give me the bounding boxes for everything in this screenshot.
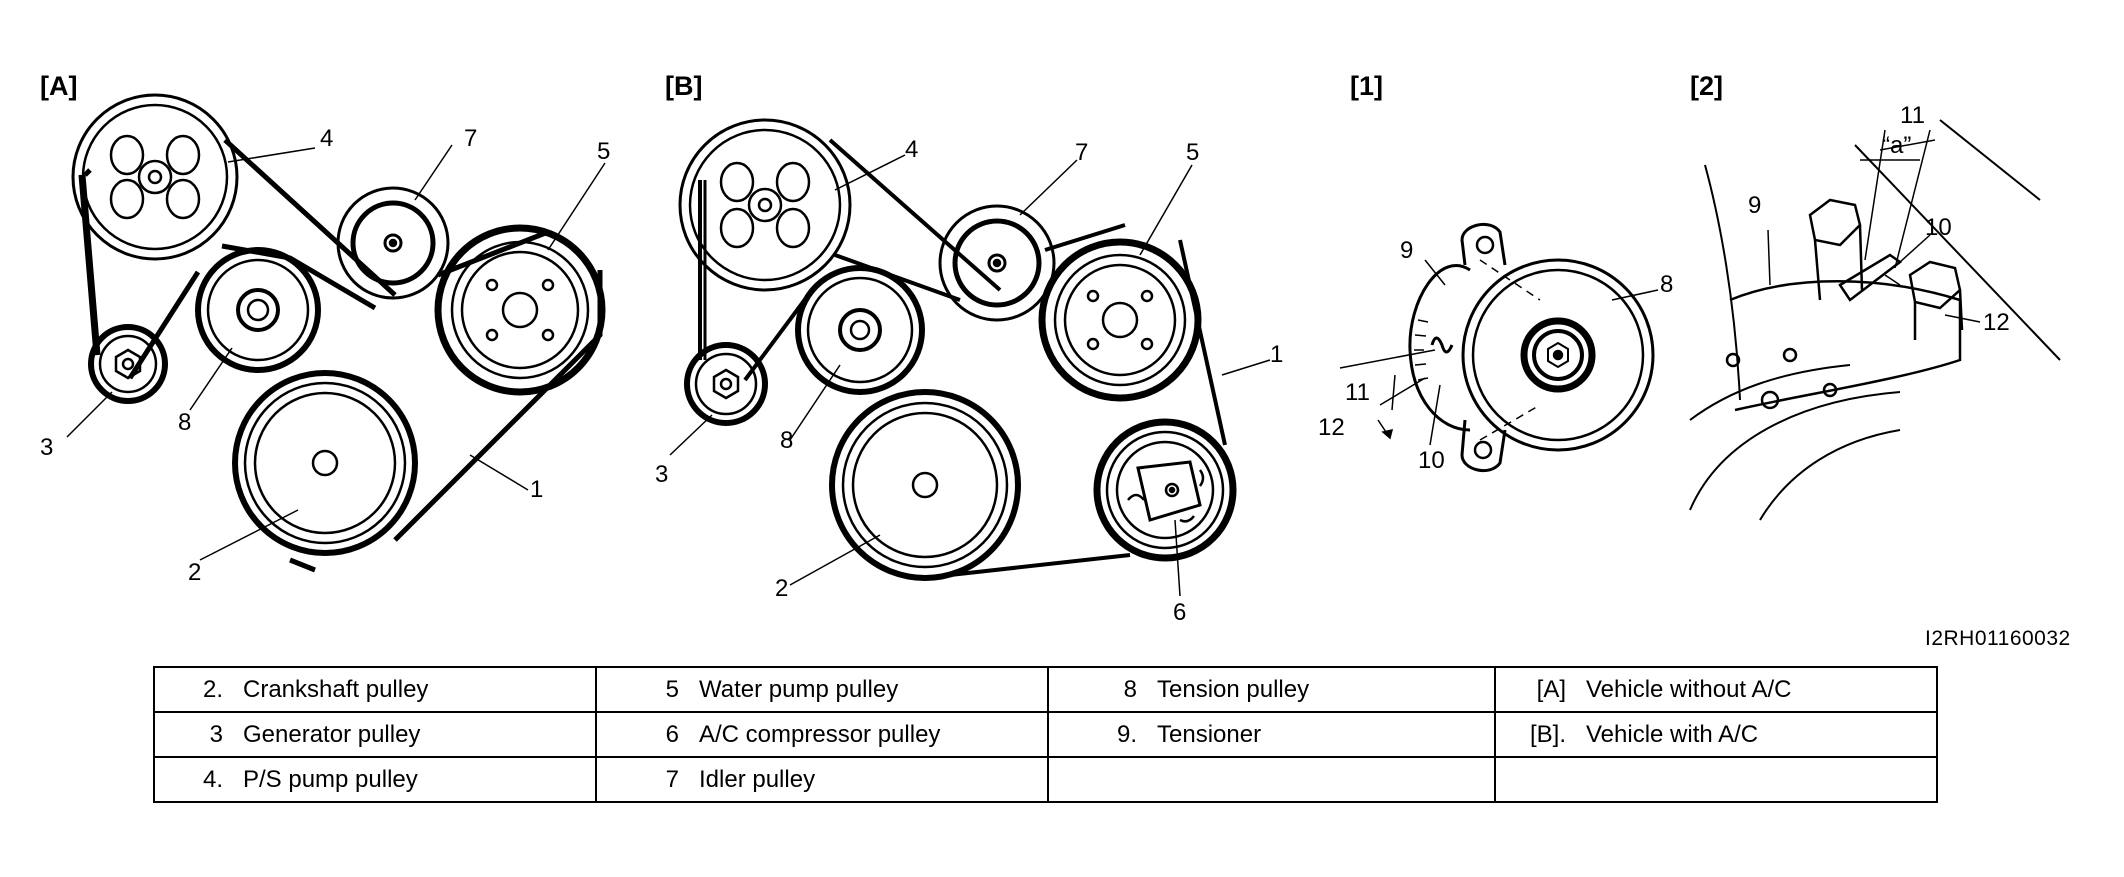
legend-cell: 7 Idler pulley [595,756,1049,803]
detail-1-callout-8: 8 [1660,271,1673,298]
legend-text: Water pump pulley [699,675,899,703]
legend-text: Crankshaft pulley [243,675,429,703]
panel-a-label: [A] [40,71,77,101]
detail-1-tensioner-body [1408,264,1471,432]
panel-b-callout-2: 2 [775,575,788,602]
legend-number: [A] [1536,675,1566,703]
panel-b-generator-pulley [684,342,768,426]
panel-b-label: [B] [665,71,702,101]
panel-b-water-pump-pulley [1038,238,1202,402]
legend-cell: 6 A/C compressor pulley [595,711,1049,758]
legend-cell: 2. Crankshaft pulley [153,666,597,713]
panel-a-ps-pump-pulley [71,93,239,261]
legend-text: P/S pump pulley [243,765,418,793]
legend-number: 8 [1123,675,1137,703]
reference-code: I2RH01160032 [1925,627,2071,650]
legend-text: Tensioner [1157,720,1262,748]
legend-row: 4. P/S pump pulley 7 Idler pulley [153,756,1938,803]
panel-b-ps-pump-pulley [678,118,852,292]
panel-a-callout-5: 5 [597,138,610,165]
panel-a-callout-8: 8 [178,409,191,436]
panel-b-callout-8: 8 [780,427,793,454]
detail-1-tensioner: [1] 9 8 11 [1318,71,1673,474]
legend-number: 4. [202,765,223,793]
detail-1-callout-9: 9 [1400,237,1413,264]
belt-routing-diagram: [A] [40,71,2061,626]
legend-text: Tension pulley [1157,675,1310,703]
panel-a-belt [80,138,603,573]
panel-a-callout-3: 3 [40,434,53,461]
detail-1-callout-11: 11 [1345,379,1370,406]
legend-cell: 3 Generator pulley [153,711,597,758]
legend-number: 9. [1116,720,1137,748]
legend-cell: 8 Tension pulley [1047,666,1496,713]
legend-table: 2. Crankshaft pulley 5 Water pump pulley 8… [153,666,1938,803]
legend-row: 2. Crankshaft pulley 5 Water pump pulley 8… [153,666,1938,713]
legend-cell: 5 Water pump pulley [595,666,1049,713]
legend-cell: 9. Tensioner [1047,711,1496,758]
panel-a-vehicle-without-ac: [A] [40,71,610,586]
detail-2-tensioner-base [1729,280,1962,412]
legend-text: Idler pulley [699,765,816,793]
panel-a-callout-2: 2 [188,559,201,586]
panel-b-callout-6: 6 [1173,599,1186,626]
detail-2-callout-10: 10 [1925,214,1952,241]
panel-a-crankshaft-pulley [232,370,418,556]
detail-1-callout-10: 10 [1418,447,1445,474]
panel-b-vehicle-with-ac: [B] [655,71,1283,626]
legend-text: Vehicle with A/C [1586,720,1759,748]
panel-b-callout-7: 7 [1075,139,1088,166]
detail-2-callout-11: 11 [1900,102,1925,129]
legend-row: 3 Generator pulley 6 A/C compressor pulley… [153,711,1938,758]
detail-2-label: [2] [1690,71,1723,101]
panel-a-callout-7: 7 [464,125,477,152]
legend-cell [1047,756,1496,803]
detail-1-callout-12: 12 [1318,414,1345,441]
panel-a-callout-1: 1 [530,476,543,503]
legend-cell: 4. P/S pump pulley [153,756,597,803]
panel-b-callout-5: 5 [1186,139,1199,166]
legend-number: 3 [209,720,223,748]
detail-2-callout-a: “a” [1882,132,1911,159]
legend-cell: [A] Vehicle without A/C [1494,666,1938,713]
detail-2-callout-9: 9 [1748,192,1761,219]
detail-1-label: [1] [1350,71,1383,101]
legend-text: Vehicle without A/C [1586,675,1792,703]
legend-number: [B]. [1529,720,1566,748]
legend-cell: [B]. Vehicle with A/C [1494,711,1938,758]
panel-a-tension-pulley [195,247,321,373]
panel-b-ac-compressor-pulley [1093,418,1237,562]
legend-number: 7 [665,765,679,793]
panel-b-crankshaft-pulley [829,389,1021,581]
detail-2-bolt-left [1808,198,1864,301]
panel-a-water-pump-pulley [434,224,606,396]
legend-text: A/C compressor pulley [699,720,941,748]
legend-number: 6 [665,720,679,748]
panel-a-idler-pulley [336,186,450,300]
legend-text: Generator pulley [243,720,421,748]
panel-b-callout-3: 3 [655,461,668,488]
panel-a-callout-4: 4 [320,125,333,152]
panel-b-callout-1: 1 [1270,341,1283,368]
panel-b-idler-pulley [938,204,1056,322]
legend-number: 2. [202,675,223,703]
panel-a-generator-pulley [88,324,168,404]
detail-2-tensioner-closeup: [2] 11 “a” [1689,71,2061,521]
detail-2-callout-12: 12 [1983,309,2010,336]
legend-cell [1494,756,1938,803]
detail-2-bolt-right [1908,260,1964,340]
legend-number: 5 [665,675,679,703]
panel-b-callout-4: 4 [905,136,918,163]
detail-1-tension-pulley [1461,258,1655,452]
panel-b-tension-pulley [795,265,925,395]
